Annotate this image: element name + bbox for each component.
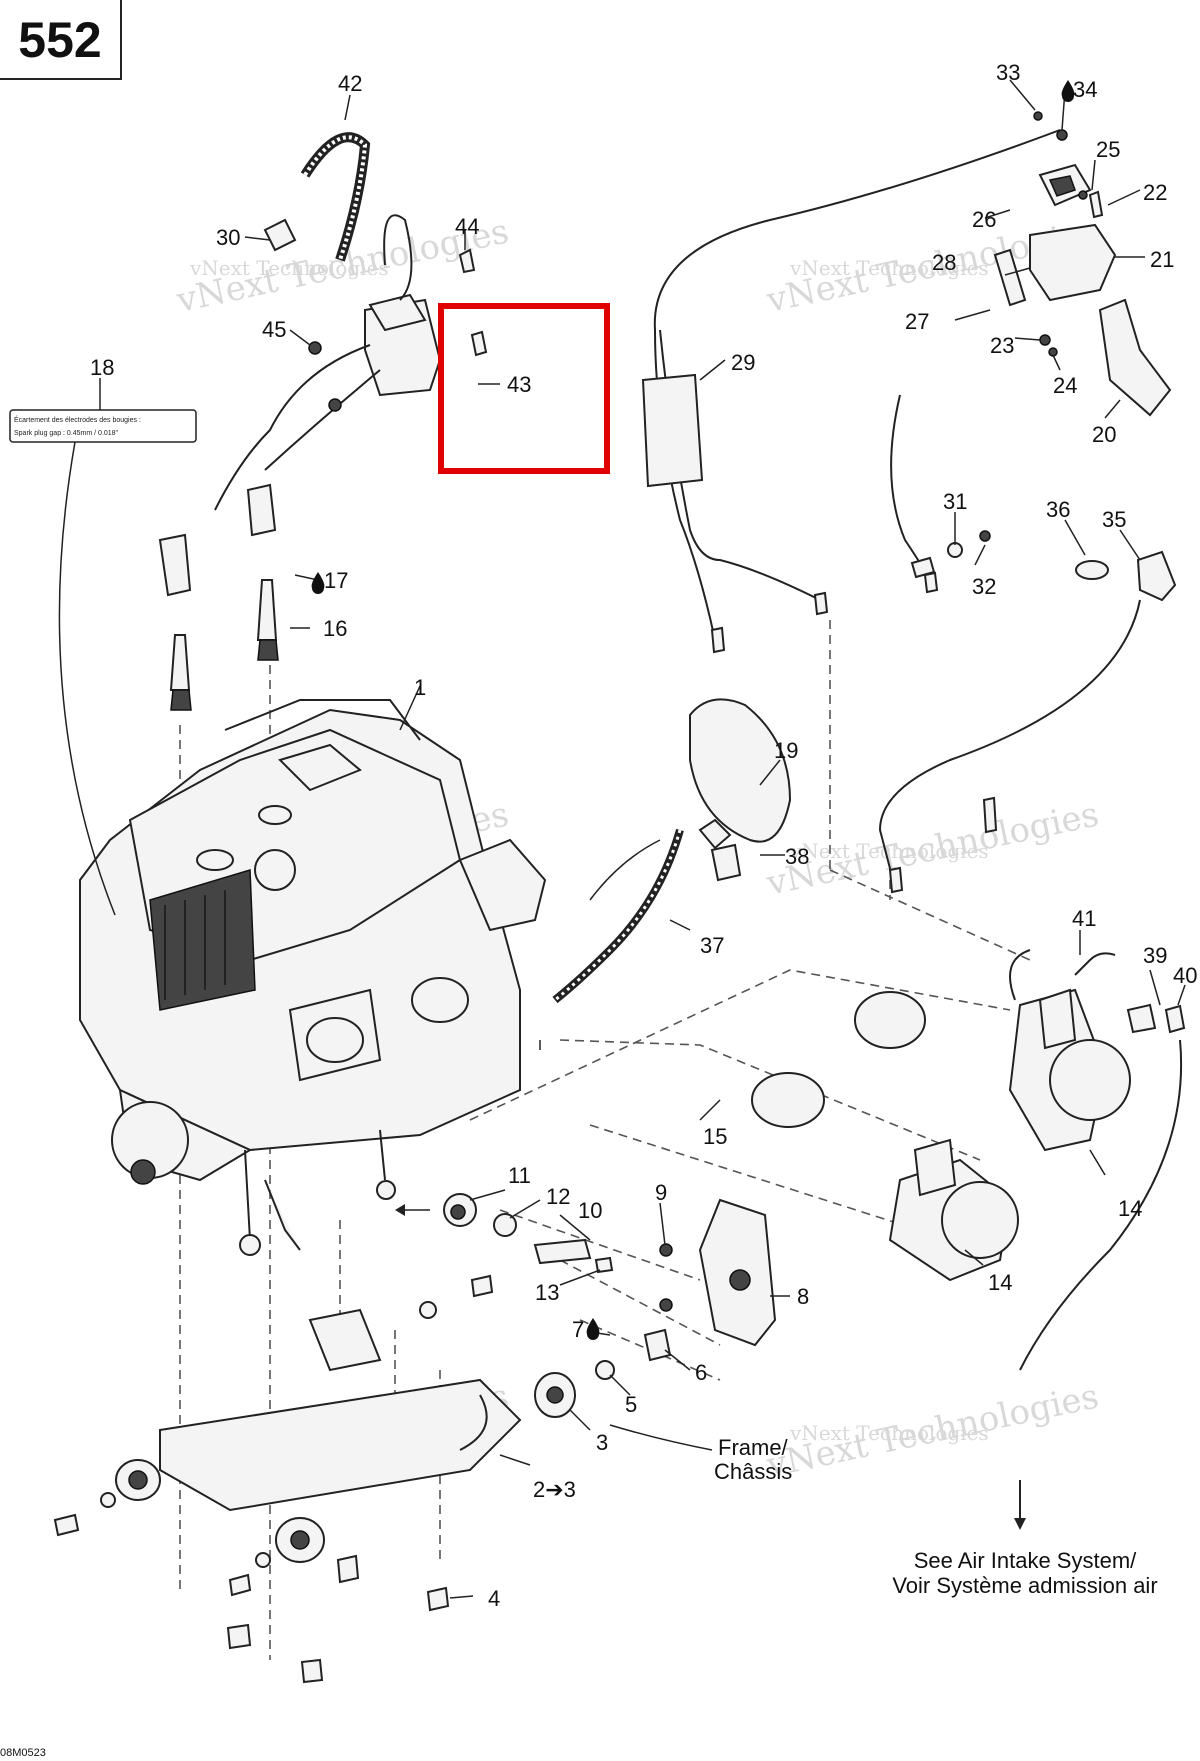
callout-20: 20 <box>1092 422 1116 447</box>
air-intake-note-line1: See Air Intake System/ <box>914 1548 1137 1573</box>
callout-31: 31 <box>943 489 967 514</box>
fluid-drop-icon <box>1061 80 1075 102</box>
callout-3: 3 <box>596 1430 608 1455</box>
callout-11: 11 <box>508 1163 531 1188</box>
throttle-cables <box>641 129 1061 654</box>
engine-mount-bracket <box>53 1193 777 1684</box>
callout-8: 8 <box>797 1284 809 1309</box>
leader-lines <box>99 79 1186 1599</box>
callout-19: 19 <box>774 738 798 763</box>
air-intake-note: See Air Intake System/ Voir Système admi… <box>892 1548 1157 1598</box>
callout-17: 17 <box>324 568 348 593</box>
figure-code: 08M0523 <box>0 1747 46 1759</box>
callout-14a: 14 <box>1118 1196 1142 1221</box>
callout-4: 4 <box>488 1586 500 1611</box>
callout-33: 33 <box>996 60 1020 85</box>
callout-44: 44 <box>455 214 479 239</box>
callout-45: 45 <box>262 317 286 342</box>
callout-41: 41 <box>1072 906 1096 931</box>
watermark: vNext Technologies <box>189 256 389 280</box>
page-number: 552 <box>0 0 122 80</box>
callout-14b: 14 <box>988 1270 1012 1295</box>
callout-29: 29 <box>731 350 755 375</box>
primer-assembly <box>539 698 792 1050</box>
highlight-box <box>438 303 610 474</box>
ignition-coil-assembly <box>158 132 488 597</box>
callout-32: 32 <box>972 574 996 599</box>
callout-1: 1 <box>414 675 426 700</box>
spark-plug-label-en: Spark plug gap : 0.45mm / 0.018" <box>14 430 119 437</box>
callout-23: 23 <box>990 333 1014 358</box>
callout-2-to-3: 2➔3 <box>533 1477 576 1502</box>
callouts: 42 30 44 45 43 18 33 34 25 22 26 21 28 2… <box>90 60 1197 1611</box>
throttle-lever <box>878 550 1177 894</box>
callout-38: 38 <box>785 844 809 869</box>
callout-39: 39 <box>1143 943 1167 968</box>
spark-plug-label-fr: Écartement des électrodes des bougies : <box>14 415 141 424</box>
callout-7: 7 <box>572 1317 584 1342</box>
watermark: vNext Technologies <box>789 839 989 863</box>
callout-43: 43 <box>507 372 531 397</box>
engine-block <box>79 699 547 1256</box>
fluid-drop-icon <box>586 1318 600 1340</box>
callout-6: 6 <box>695 1360 707 1385</box>
callout-26: 26 <box>972 207 996 232</box>
throttle-housing <box>993 111 1172 417</box>
callout-36: 36 <box>1046 497 1070 522</box>
callout-12: 12 <box>546 1184 570 1209</box>
callout-30: 30 <box>216 225 240 250</box>
callout-10: 10 <box>578 1198 602 1223</box>
callout-34: 34 <box>1073 77 1097 102</box>
callout-21: 21 <box>1150 247 1174 272</box>
spark-plugs <box>169 579 279 711</box>
callout-24: 24 <box>1053 373 1077 398</box>
callout-28: 28 <box>932 250 956 275</box>
bolt-31-32 <box>910 530 991 579</box>
callout-22: 22 <box>1143 180 1167 205</box>
carburetors <box>751 949 1186 1530</box>
callout-40: 40 <box>1173 963 1197 988</box>
frame-note: Frame/ Châssis <box>609 1424 792 1484</box>
callout-9: 9 <box>655 1180 667 1205</box>
callout-13: 13 <box>535 1280 559 1305</box>
callout-16: 16 <box>323 616 347 641</box>
watermark: vNext Technologies <box>789 256 989 280</box>
callout-15: 15 <box>703 1124 727 1149</box>
callout-18: 18 <box>90 355 114 380</box>
spark-plug-gap-label: Écartement des électrodes des bougies : … <box>9 409 197 916</box>
callout-5: 5 <box>625 1392 637 1417</box>
frame-note-line1: Frame/ <box>718 1435 789 1460</box>
callout-42: 42 <box>338 71 362 96</box>
air-intake-note-line2: Voir Système admission air <box>892 1573 1157 1598</box>
callout-25: 25 <box>1096 137 1120 162</box>
callout-37: 37 <box>700 933 724 958</box>
watermark: vNext Technologies <box>789 1421 989 1445</box>
callout-35: 35 <box>1102 507 1126 532</box>
callout-27: 27 <box>905 309 929 334</box>
fluid-drop-icon <box>311 572 325 594</box>
frame-note-line2: Châssis <box>714 1459 792 1484</box>
